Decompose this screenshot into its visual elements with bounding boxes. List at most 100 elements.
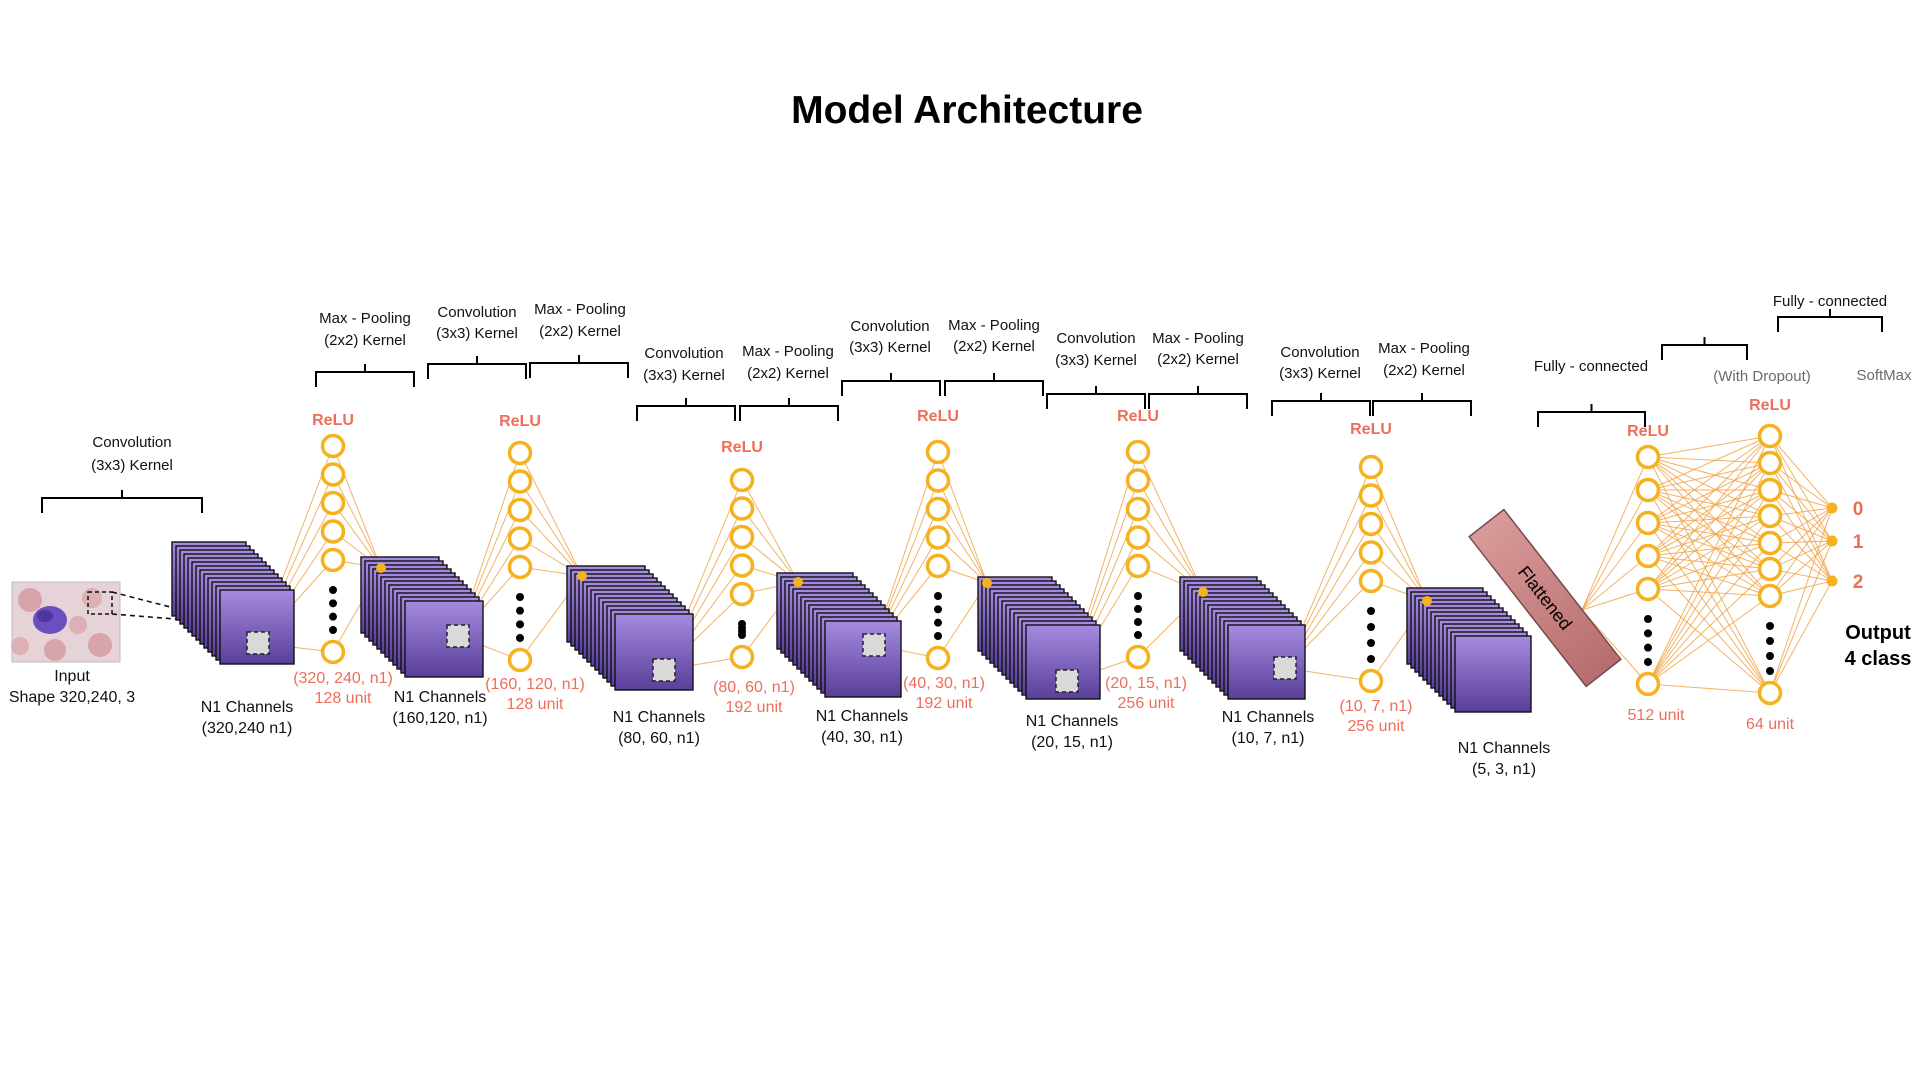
neuron	[729, 524, 755, 550]
feature-map-label: N1 Channels	[613, 709, 706, 726]
op-bracket-label: Convolution	[437, 304, 516, 321]
connection-line	[1647, 462, 1771, 491]
relu-label: ReLU	[1117, 408, 1159, 425]
op-bracket-label: Convolution	[1280, 344, 1359, 361]
op-bracket-kernel: (2x2) Kernel	[539, 323, 621, 340]
op-bracket-kernel: (2x2) Kernel	[324, 332, 406, 349]
target-point	[793, 577, 803, 587]
dense-neuron	[1635, 510, 1661, 536]
connections-layer	[257, 435, 1833, 694]
op-bracket-label: Convolution	[644, 345, 723, 362]
connection-line	[1647, 435, 1771, 491]
activation-shape: (320, 240, n1)	[293, 670, 393, 687]
connection-line	[937, 480, 988, 584]
op-bracket-kernel: (2x2) Kernel	[747, 365, 829, 382]
kernel-patch	[1055, 669, 1079, 693]
neuron	[925, 496, 951, 522]
feature-map-stack	[171, 541, 295, 665]
op-bracket	[1537, 404, 1646, 427]
feature-map-shape: (320,240 n1)	[202, 720, 293, 737]
neuron	[507, 647, 533, 673]
kernel-patch	[1273, 656, 1297, 680]
connection-line	[332, 474, 382, 569]
connection-line	[519, 481, 583, 577]
connection-line	[1647, 542, 1771, 557]
connection-line	[1647, 683, 1771, 694]
op-bracket-kernel: (3x3) Kernel	[643, 367, 725, 384]
ellipsis-dot	[329, 626, 337, 634]
neuron	[320, 462, 346, 487]
neuron	[320, 519, 346, 544]
dense-units: 64 unit	[1746, 716, 1795, 733]
feature-map-shape: (5, 3, n1)	[1472, 761, 1536, 778]
neuron	[320, 490, 346, 516]
connection-line	[1647, 489, 1771, 597]
ellipsis-dot	[934, 618, 942, 627]
connection-line	[1581, 609, 1649, 685]
connection-line	[1647, 435, 1771, 524]
op-bracket-label: Fully - connected	[1773, 293, 1887, 310]
op-bracket-label: Max - Pooling	[319, 310, 411, 327]
op-bracket	[636, 398, 736, 421]
neuron	[925, 439, 951, 465]
op-bracket	[315, 364, 415, 387]
neuron	[925, 645, 951, 671]
ellipsis-dot	[1367, 623, 1375, 631]
op-bracket	[944, 373, 1044, 396]
feature-maps-layer: N1 Channels(320,240 n1)N1 Channels(160,1…	[171, 541, 1550, 778]
op-bracket-kernel: (2x2) Kernel	[953, 338, 1035, 355]
ellipsis-dot	[1134, 631, 1142, 639]
neuron	[925, 553, 951, 579]
ellipsis-dot	[1766, 622, 1774, 630]
connection-line	[1647, 555, 1771, 694]
output-class: 1	[1853, 532, 1864, 553]
diagram-title: Model Architecture	[791, 89, 1143, 132]
activation-shape: (80, 60, n1)	[713, 679, 795, 696]
feature-map-stack	[566, 565, 694, 691]
connection-line	[1769, 435, 1833, 509]
dense-neuron	[1635, 444, 1661, 470]
ellipsis-dot	[329, 612, 337, 621]
dense-neuron	[1757, 680, 1783, 706]
op-bracket-kernel: (3x3) Kernel	[436, 325, 518, 342]
op-bracket	[41, 490, 203, 513]
feature-map-label: N1 Channels	[1026, 713, 1119, 730]
feature-map-stack	[1179, 576, 1306, 700]
dropout-note: (With Dropout)	[1713, 368, 1811, 385]
neuron	[729, 467, 755, 493]
op-bracket	[1046, 386, 1146, 409]
ellipsis-dot	[934, 605, 942, 614]
op-bracket	[1777, 309, 1883, 332]
neuron	[1125, 439, 1151, 465]
ellipsis-dot	[1367, 639, 1375, 647]
connection-line	[1647, 489, 1771, 694]
connection-line	[1647, 515, 1771, 685]
neuron	[1125, 525, 1151, 550]
ellipsis-dot	[516, 620, 524, 629]
output-class: 0	[1853, 499, 1864, 520]
neuron	[320, 433, 346, 459]
connection-line	[1647, 462, 1771, 685]
ellipsis-dot	[516, 634, 524, 642]
ellipsis-dot	[1367, 607, 1375, 615]
ellipsis-dot	[516, 606, 524, 615]
input-image	[11, 581, 121, 663]
connection-line	[1647, 542, 1771, 685]
connection-line	[1769, 580, 1833, 694]
neuron	[1358, 511, 1384, 537]
connection-line	[937, 508, 988, 584]
op-bracket	[427, 356, 527, 379]
connection-line	[1137, 480, 1204, 593]
connection-line	[741, 508, 799, 583]
input-label: Input	[54, 668, 90, 685]
connection-line	[1647, 489, 1771, 557]
dense-neuron	[1757, 423, 1783, 449]
neuron	[1125, 468, 1151, 493]
connection-line	[1647, 462, 1771, 557]
op-bracket	[529, 355, 629, 378]
neuron	[729, 553, 755, 578]
dense-neuron	[1757, 556, 1783, 582]
ellipsis-dot	[1134, 618, 1142, 626]
connection-line	[1647, 489, 1771, 524]
